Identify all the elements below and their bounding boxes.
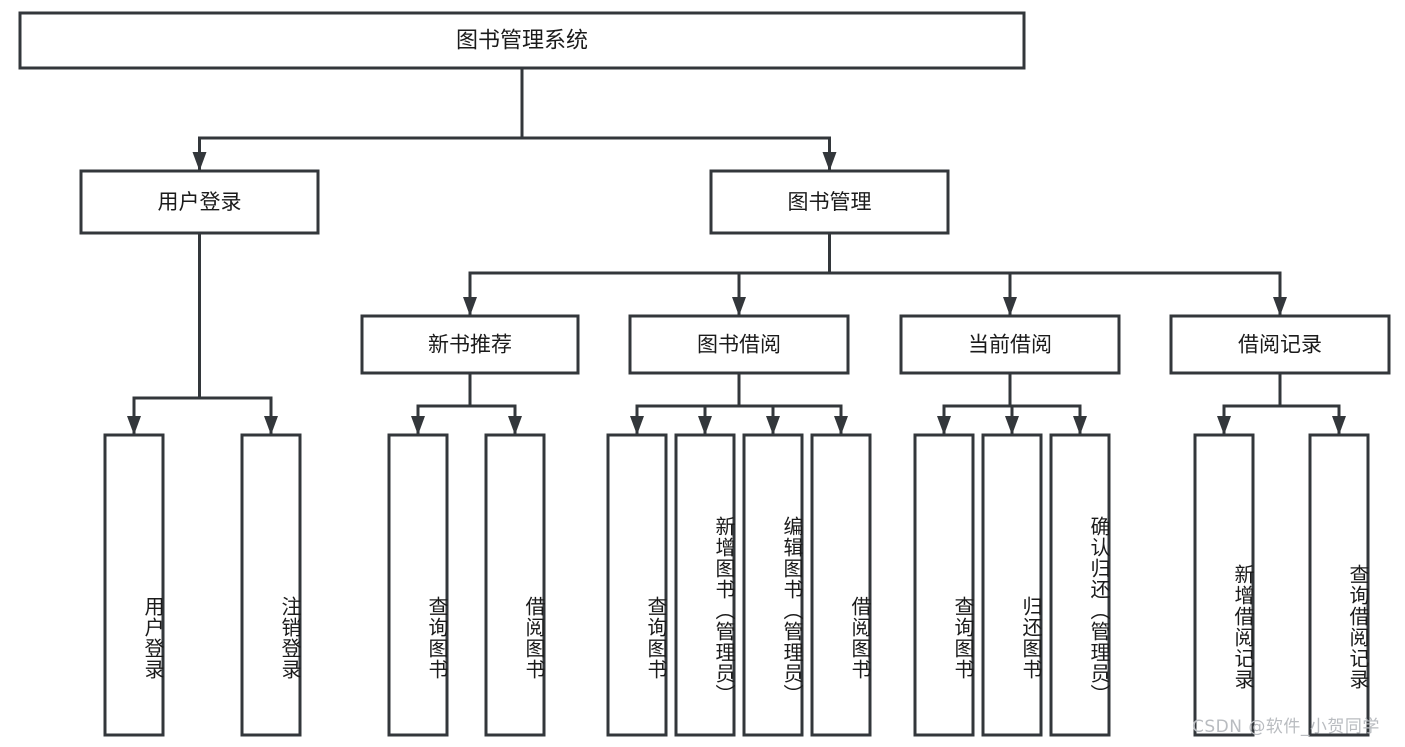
root-branch-arrow-user-login (192, 152, 207, 171)
node-box-book-borrow[interactable] (628, 314, 850, 375)
current-borrow-branch-arrow-leaf-confirm-return-admin (1073, 416, 1087, 435)
node-box-leaf-confirm-return-admin[interactable] (1049, 433, 1111, 737)
node-label-new-book-recommend: 新书推荐 (428, 333, 512, 357)
node-box-user-login[interactable] (79, 169, 320, 235)
node-label-book-management: 图书管理 (788, 190, 872, 214)
node-box-leaf-query-book-recommend[interactable] (387, 433, 449, 737)
node-box-leaf-logout[interactable] (240, 433, 302, 737)
node-box-leaf-user-login[interactable] (103, 433, 165, 737)
current-borrow-branch-arrow-leaf-return-book (1005, 416, 1019, 435)
current-borrow-branch-arrow-leaf-query-book-current (937, 416, 951, 435)
csdn-watermark: CSDN @软件_小贺同学 (1192, 717, 1380, 737)
node-box-leaf-add-borrow-record[interactable] (1193, 433, 1255, 737)
node-box-current-borrow[interactable] (899, 314, 1121, 375)
book-borrow-branch-arrow-leaf-query-book-borrow (630, 416, 644, 435)
book-management-branch-arrow-borrow-record (1273, 297, 1287, 316)
node-box-leaf-borrow-book[interactable] (810, 433, 872, 737)
borrow-record-branch-arrow-leaf-query-borrow-record (1332, 416, 1346, 435)
node-box-leaf-borrow-book-recommend[interactable] (484, 433, 546, 737)
node-box-leaf-add-book-admin[interactable] (674, 433, 736, 737)
node-box-leaf-edit-book-admin[interactable] (742, 433, 804, 737)
new-book-recommend-branch-arrow-leaf-borrow-book-recommend (508, 416, 522, 435)
book-borrow-branch-arrow-leaf-add-book-admin (698, 416, 712, 435)
root-branch-arrow-book-management (822, 152, 837, 171)
node-box-borrow-record[interactable] (1169, 314, 1391, 375)
node-box-leaf-query-borrow-record[interactable] (1308, 433, 1370, 737)
node-box-leaf-return-book[interactable] (981, 433, 1043, 737)
book-borrow-branch-arrow-leaf-edit-book-admin (766, 416, 780, 435)
node-box-root[interactable] (18, 11, 1026, 70)
new-book-recommend-branch-arrow-leaf-query-book-recommend (411, 416, 425, 435)
node-box-new-book-recommend[interactable] (360, 314, 580, 375)
node-label-borrow-record: 借阅记录 (1238, 333, 1322, 357)
node-label-root: 图书管理系统 (456, 29, 588, 54)
connectors-layer (127, 66, 1346, 436)
book-management-branch-arrow-current-borrow (1003, 297, 1017, 316)
node-label-current-borrow: 当前借阅 (968, 333, 1052, 357)
boxes-layer (18, 11, 1391, 737)
book-management-branch-arrow-book-borrow (732, 297, 746, 316)
book-borrow-branch-arrow-leaf-borrow-book (834, 416, 848, 435)
node-label-user-login: 用户登录 (158, 190, 242, 214)
node-label-book-borrow: 图书借阅 (697, 333, 781, 357)
borrow-record-branch-arrow-leaf-add-borrow-record (1217, 416, 1231, 435)
book-management-branch-arrow-new-book-recommend (463, 297, 477, 316)
user-login-branch-arrow-leaf-logout (264, 416, 278, 435)
node-box-leaf-query-book-borrow[interactable] (606, 433, 668, 737)
node-box-book-management[interactable] (709, 169, 950, 235)
user-login-branch-arrow-leaf-user-login (127, 416, 141, 435)
node-box-leaf-query-book-current[interactable] (913, 433, 975, 737)
